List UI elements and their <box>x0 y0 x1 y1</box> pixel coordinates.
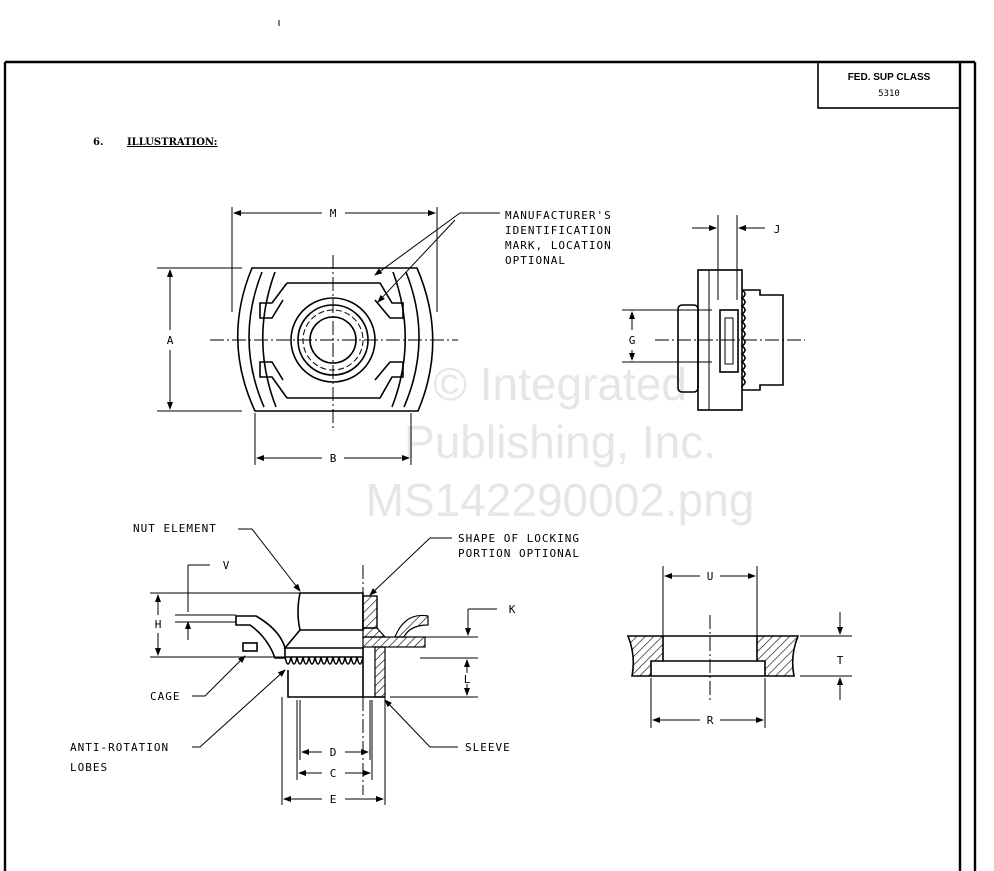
label-locking-2: PORTION OPTIONAL <box>458 547 580 560</box>
dim-a: A <box>167 334 174 347</box>
section-view: V H K L D C E NUT ELEMENT SH <box>70 522 580 806</box>
note-line-2: IDENTIFICATION <box>505 224 612 237</box>
label-cage: CAGE <box>150 690 181 703</box>
fed-sup-class-label: FED. SUP CLASS <box>848 72 931 83</box>
label-anti-rotation-1: ANTI-ROTATION <box>70 741 169 754</box>
page-frame <box>3 20 977 871</box>
watermark-line-1: © Integrated <box>433 358 687 410</box>
watermark: © Integrated Publishing, Inc. MS14229000… <box>366 358 755 526</box>
watermark-line-3: MS142290002.png <box>366 474 755 526</box>
dim-r: R <box>707 714 714 727</box>
note-line-3: MARK, LOCATION <box>505 239 612 252</box>
washer-view: U T R <box>626 566 852 728</box>
dim-e: E <box>330 793 337 806</box>
dim-u: U <box>707 570 714 583</box>
dim-l: L <box>464 673 471 686</box>
dim-g: G <box>629 334 636 347</box>
top-view: M A B MANUFACTURER'S IDENTIFICA <box>157 207 612 465</box>
dim-v: V <box>223 559 230 572</box>
fed-sup-class-number: 5310 <box>878 89 900 99</box>
note-line-1: MANUFACTURER'S <box>505 209 612 222</box>
dim-h: H <box>155 618 162 631</box>
dim-j: J <box>774 223 781 236</box>
dim-c: C <box>330 767 337 780</box>
identification-note: MANUFACTURER'S IDENTIFICATION MARK, LOCA… <box>505 209 612 267</box>
side-view: J G <box>622 215 805 411</box>
label-nut-element: NUT ELEMENT <box>133 522 217 535</box>
dim-d: D <box>330 746 337 759</box>
dim-m: M <box>330 207 337 220</box>
label-anti-rotation-2: LOBES <box>70 761 108 774</box>
dim-b: B <box>330 452 337 465</box>
note-line-4: OPTIONAL <box>505 254 566 267</box>
section-heading: 6. ILLUSTRATION: <box>93 137 217 148</box>
label-locking-1: SHAPE OF LOCKING <box>458 532 580 545</box>
dim-t: T <box>837 654 844 667</box>
watermark-line-2: Publishing, Inc. <box>404 416 716 468</box>
dim-k: K <box>509 603 516 616</box>
label-sleeve: SLEEVE <box>465 741 511 754</box>
fed-sup-class-box: FED. SUP CLASS 5310 <box>817 61 961 109</box>
section-title: ILLUSTRATION: <box>127 137 217 148</box>
section-number: 6. <box>93 137 103 148</box>
